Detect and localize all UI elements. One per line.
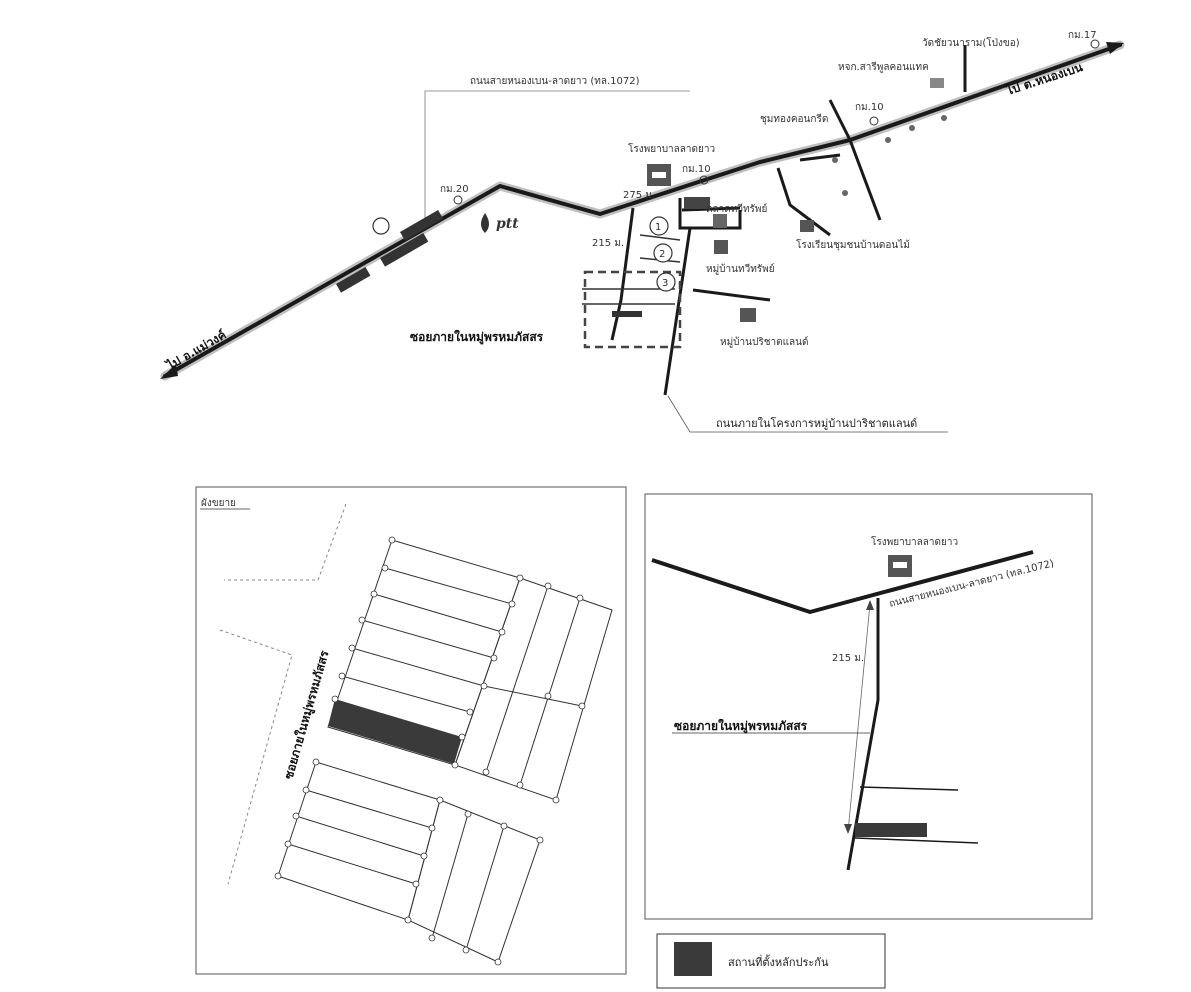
- shop-label: หจก.สารีพูลคอนแทค: [838, 61, 929, 73]
- inset-soi-label: ซอยภายในหมู่พรหมภัสสร: [674, 718, 808, 734]
- ptt-logo-icon: ptt: [481, 213, 519, 233]
- market-building-icon: [713, 214, 727, 228]
- highway-leader-line: [424, 90, 690, 228]
- inset-map: โรงพยาบาลลาดยาว ถนนสายหนองเบน-ลาดยาว (ทล…: [644, 493, 1093, 920]
- school-icon: [800, 220, 814, 232]
- village-1-label: หมู่บ้านทวีทรัพย์: [706, 263, 775, 275]
- km-10a-marker-icon: [699, 175, 709, 185]
- school-label: โรงเรียนชุมชนบ้านดอนไม้: [796, 238, 910, 251]
- highway-road: [163, 43, 1122, 378]
- inset-dist-label: 215 ม.: [832, 653, 864, 664]
- km-10a-label: กม.10: [682, 164, 711, 175]
- inset-arrow-up-icon: [866, 600, 874, 610]
- overview-map: ถนนสายหนองเบน-ลาดยาว (ทล.1072) ไป อ.แม่ว…: [160, 30, 1125, 433]
- plan-map: ผังขยาย ซอยภายในหมู่พรหมภัสสร: [195, 486, 627, 975]
- village-2-icon: [740, 308, 756, 322]
- shop-icon: [930, 78, 944, 88]
- arrow-west-icon: [160, 364, 178, 379]
- parcel-nodes-upper: [331, 536, 586, 804]
- temple-label: วัดชัยวนาราม(โป่งขอ): [922, 36, 1020, 49]
- village-2-label: หมู่บ้านปริชาตแลนด์: [720, 336, 809, 348]
- plan-title: ผังขยาย: [201, 498, 236, 509]
- marker-3: 3: [662, 278, 668, 289]
- plan-frame: [195, 486, 627, 975]
- arrow-east-icon: [1106, 42, 1124, 54]
- inset-frame: [644, 493, 1093, 920]
- collateral-marker-small: [612, 311, 642, 317]
- km-17-label: กม.17: [1068, 30, 1097, 41]
- soi-label: ซอยภายในหมู่พรหมภัสสร: [410, 329, 544, 345]
- hospital-label: โรงพยาบาลลาดยาว: [628, 142, 715, 155]
- marker-1: 1: [655, 222, 661, 233]
- marker-2: 2: [659, 249, 665, 260]
- parcel-nodes-lower: [274, 758, 544, 966]
- plan-soi-label: ซอยภายในหมู่พรหมภัสสร: [280, 648, 332, 781]
- project-road-leader: [667, 395, 948, 433]
- junction-label: ชุมทองคอนกรีต: [760, 113, 828, 125]
- plan-road-outline-2: [219, 629, 293, 885]
- parcel-block-lower: [277, 761, 541, 963]
- site-boundary-box: [583, 270, 682, 349]
- legend-frame: [656, 933, 886, 989]
- km-17-marker-icon: [1090, 39, 1100, 49]
- collateral-parcel: [328, 699, 462, 764]
- inset-highway: [651, 550, 1034, 614]
- roadside-trees-east-icon: [832, 115, 947, 196]
- km-10b-marker-icon: [869, 116, 879, 126]
- project-road-label: ถนนภายในโครงการหมู่บ้านปาริชาตแลนด์: [716, 416, 917, 430]
- inset-distance-line: [847, 603, 871, 833]
- legend: สถานที่ตั้งหลักประกัน: [656, 933, 886, 989]
- village-1-icon: [714, 240, 728, 254]
- inset-collateral-marker: [855, 823, 927, 837]
- police-icon: [372, 217, 390, 235]
- market-icon: [684, 197, 710, 209]
- legend-swatch: [674, 942, 712, 976]
- km-20-marker-icon: [453, 195, 463, 205]
- dist-215-label: 215 ม.: [592, 238, 624, 249]
- km-20-label: กม.20: [440, 184, 469, 195]
- market-label: ตลาดทวีทรัพย์: [706, 203, 767, 215]
- dist-275-label: 275 ม.: [623, 190, 655, 201]
- ptt-logo-text: ptt: [496, 216, 519, 232]
- parcel-block-upper: [327, 539, 613, 801]
- local-roads: [610, 45, 967, 396]
- numbered-markers: 1 2 3: [649, 216, 676, 292]
- inset-hospital-label: โรงพยาบาลลาดยาว: [871, 535, 958, 548]
- inset-arrow-down-icon: [844, 824, 852, 834]
- roadside-buildings-west-icon: [336, 210, 444, 293]
- km-10b-label: กม.10: [855, 102, 884, 113]
- plan-road-outline: [224, 503, 347, 581]
- inset-soi-road: [846, 598, 880, 871]
- highway-label: ถนนสายหนองเบน-ลาดยาว (ทล.1072): [470, 76, 640, 87]
- legend-label: สถานที่ตั้งหลักประกัน: [728, 954, 829, 969]
